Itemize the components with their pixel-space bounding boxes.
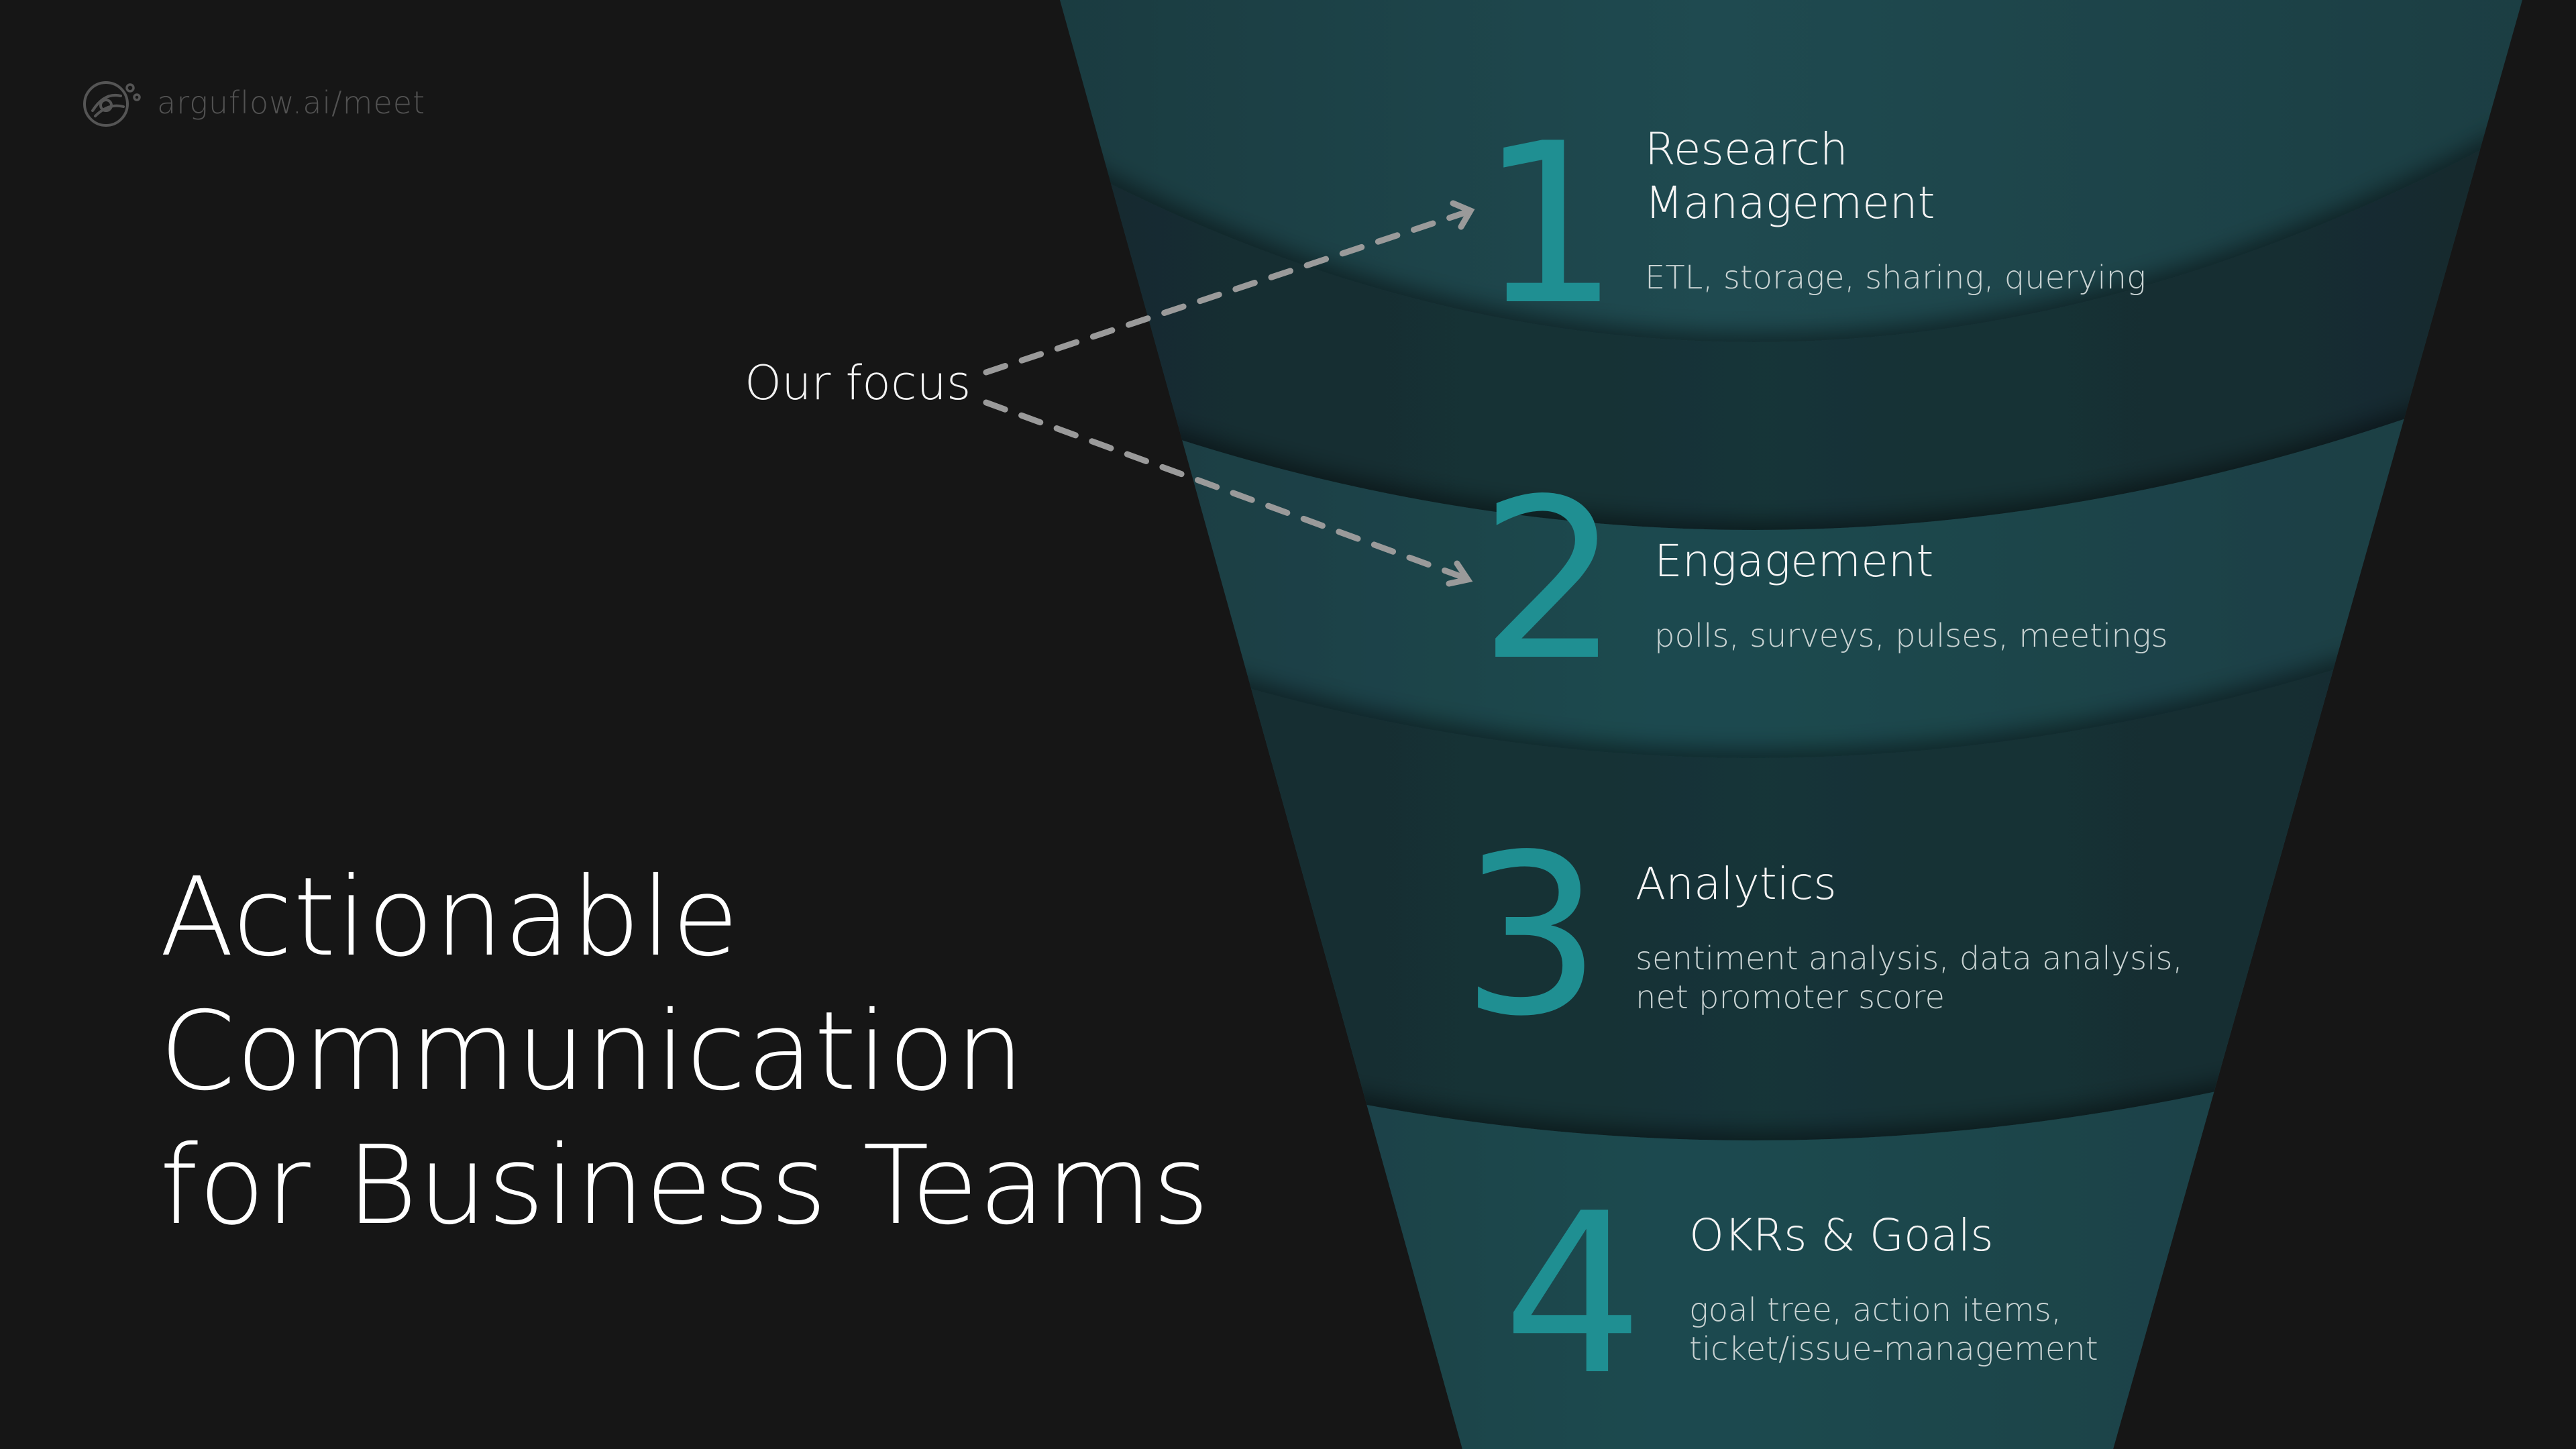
step-2-number: 2	[1479, 451, 1620, 709]
step-1-title-line-2: Management	[1645, 177, 1935, 229]
step-1-title-line-1: Research	[1645, 123, 1848, 175]
arguflow-logo-icon	[83, 81, 141, 127]
step-4-text: OKRs & Goals goal tree, action items, ti…	[1689, 1209, 2098, 1368]
step-1-text: Research Management ETL, storage, sharin…	[1645, 123, 2146, 297]
headline-line-1: Actionable	[160, 855, 740, 981]
step-3-text: Analytics sentiment analysis, data analy…	[1635, 857, 2183, 1017]
focus-arrow-to-2-head	[1446, 560, 1473, 587]
step-4-number: 4	[1503, 1166, 1644, 1424]
step-3-desc-line-2: net promoter score	[1635, 979, 1945, 1016]
step-1-desc: ETL, storage, sharing, querying	[1645, 259, 2146, 297]
step-4-title: OKRs & Goals	[1689, 1210, 1994, 1261]
headline-line-2: Communication	[160, 989, 1025, 1115]
step-4-desc-line-1: goal tree, action items,	[1689, 1291, 2061, 1329]
focus-arrow-to-2	[983, 399, 1469, 582]
step-2-title: Engagement	[1654, 535, 1934, 587]
headline-line-3: for Business Teams	[160, 1123, 1210, 1249]
step-3-title: Analytics	[1635, 858, 1837, 910]
brand[interactable]: arguflow.ai/meet	[79, 76, 425, 129]
headline: Actionable Communication for Business Te…	[160, 851, 1210, 1253]
focus-arrow-to-1	[983, 208, 1472, 376]
step-3-number: 3	[1461, 807, 1602, 1065]
step-2-text: Engagement polls, surveys, pulses, meeti…	[1654, 535, 2168, 655]
step-2-desc: polls, surveys, pulses, meetings	[1654, 617, 2168, 655]
brand-url: arguflow.ai/meet	[157, 85, 426, 121]
step-4-desc-line-2: ticket/issue-management	[1689, 1330, 2098, 1368]
focus-label: Our focus	[745, 356, 971, 411]
step-3-desc-line-1: sentiment analysis, data analysis,	[1635, 940, 2183, 977]
focus-arrows	[983, 200, 1475, 587]
focus-arrow-to-1-head	[1450, 200, 1475, 230]
step-1-number: 1	[1479, 96, 1620, 354]
